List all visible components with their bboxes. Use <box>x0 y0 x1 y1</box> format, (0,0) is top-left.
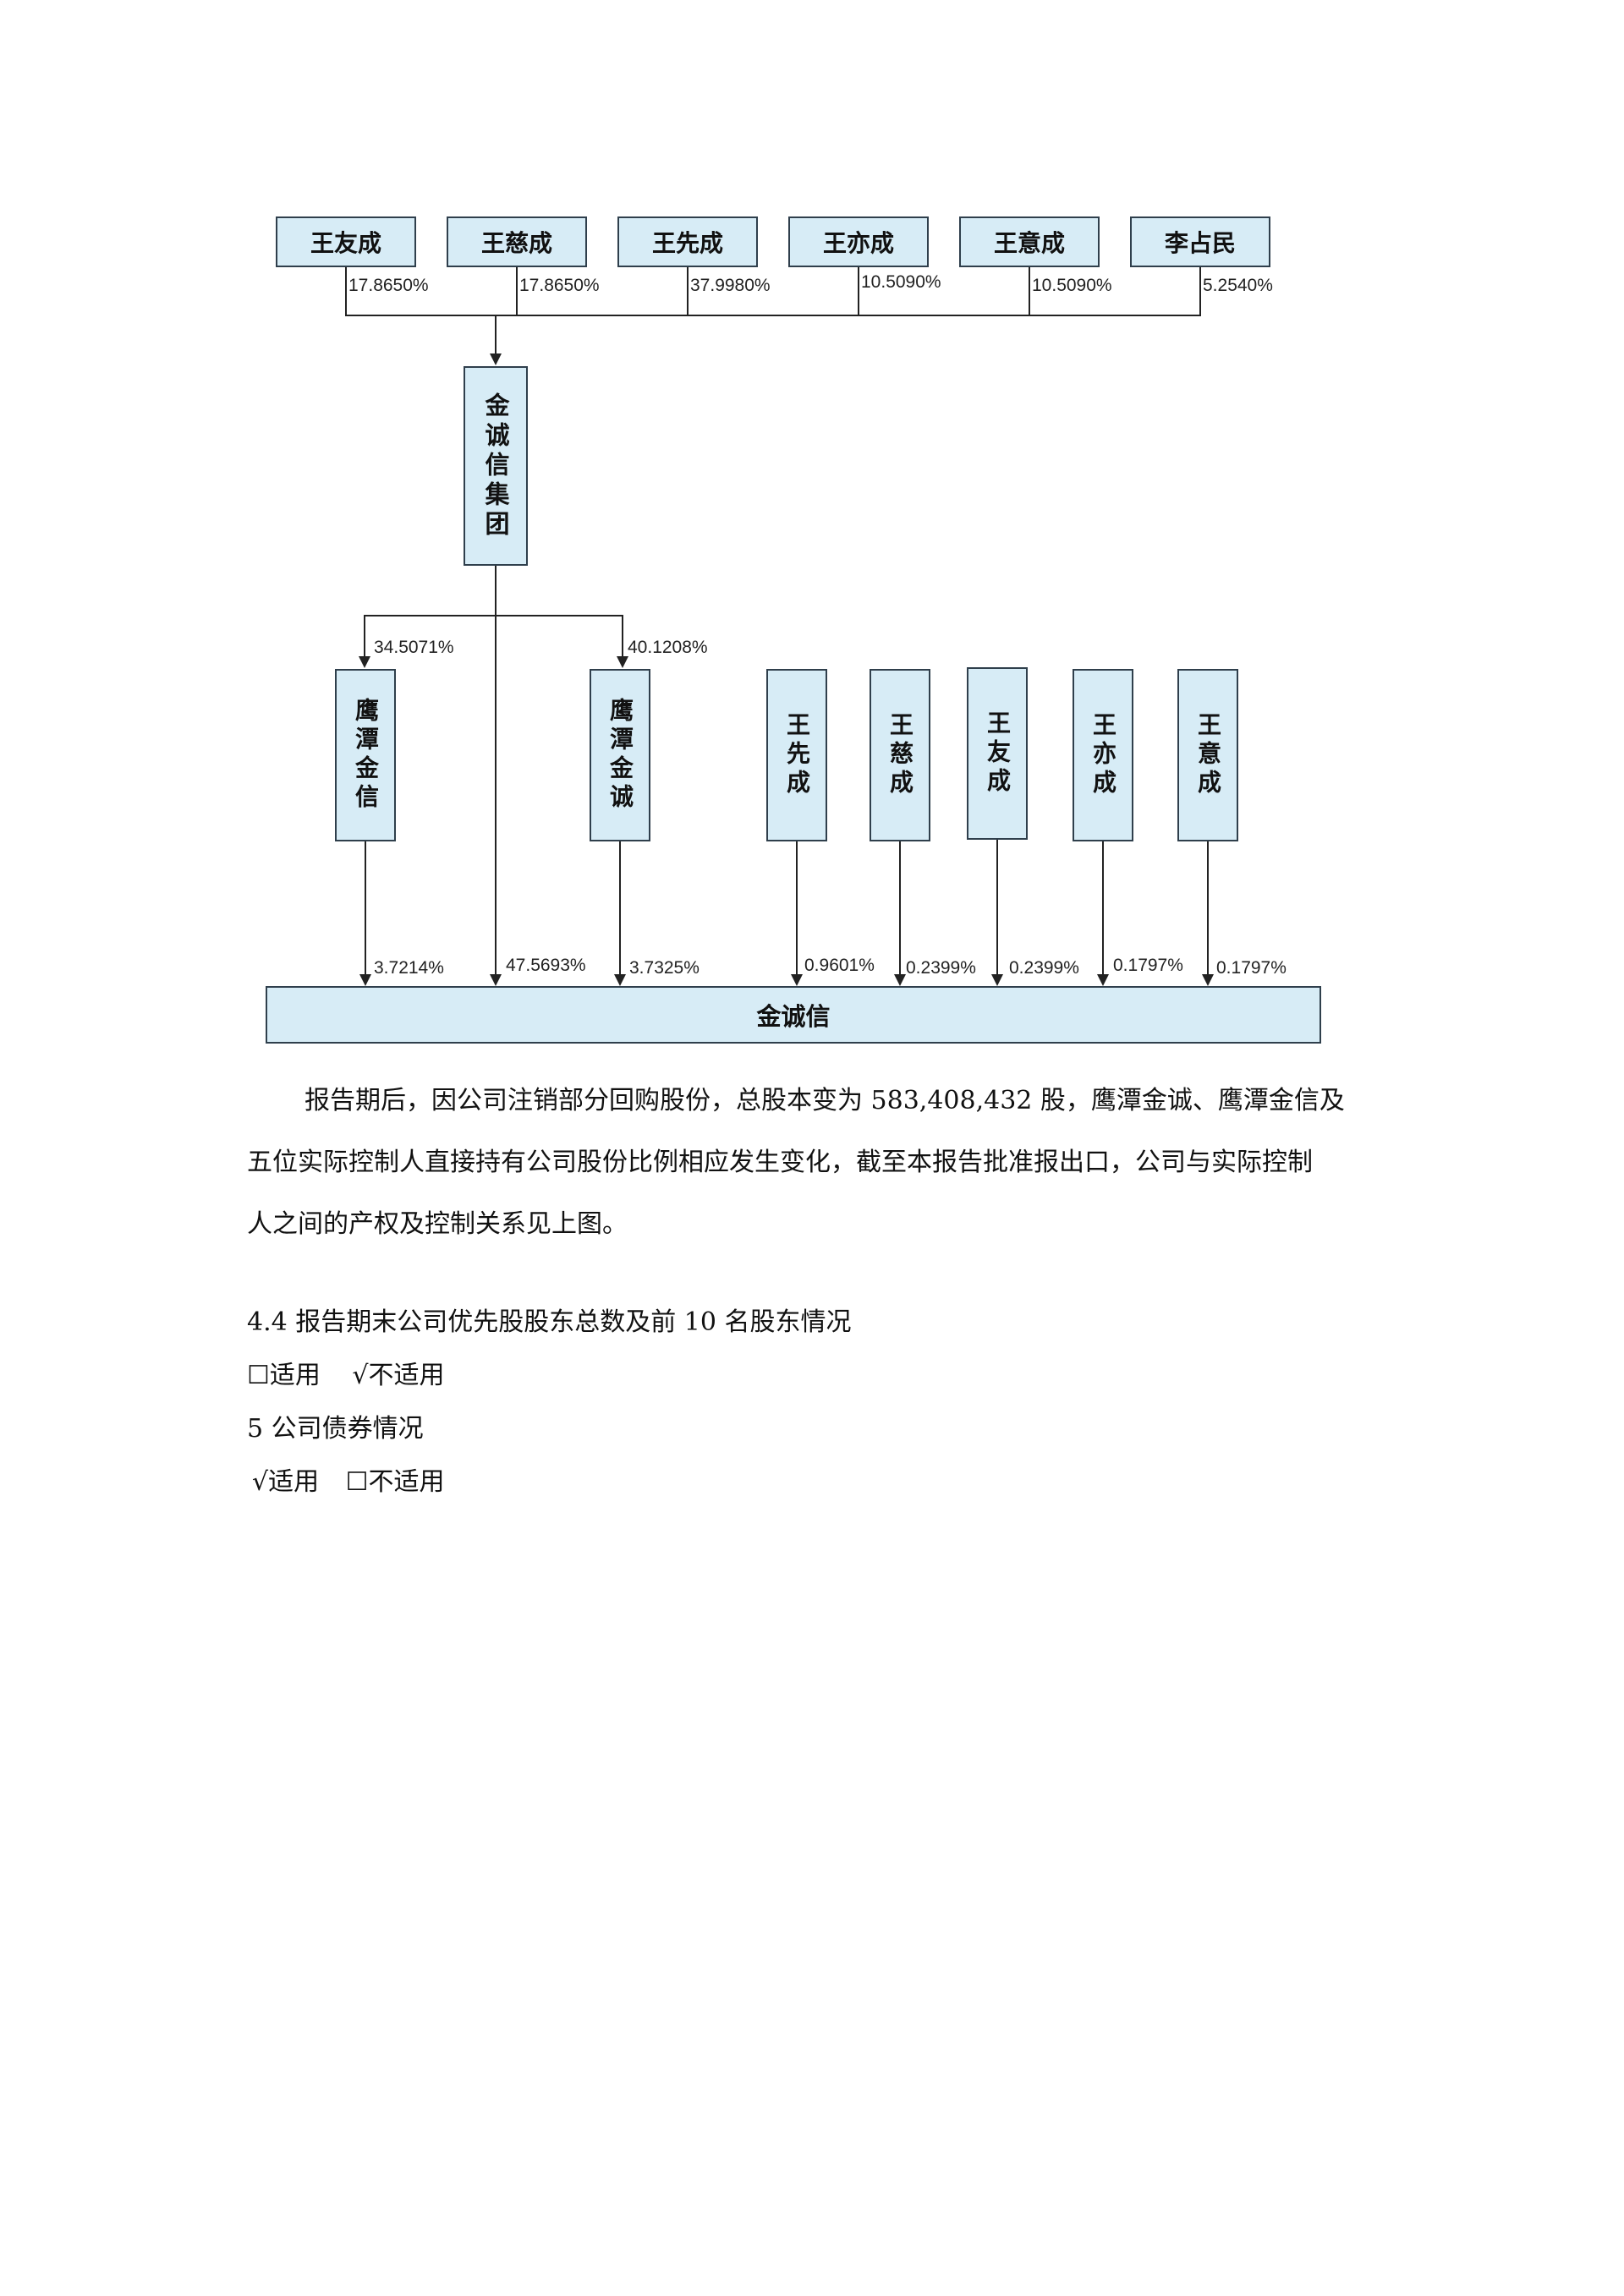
connector-line <box>687 267 689 315</box>
connector-line <box>858 267 859 315</box>
group-direct-pct: 47.5693% <box>506 956 586 975</box>
arrow-head <box>490 353 502 365</box>
subsidiary-name: 鹰潭金诚 <box>606 698 634 813</box>
connector-line <box>899 841 901 978</box>
connector-line <box>619 841 621 978</box>
connector-line <box>345 267 347 315</box>
individual-name: 王先成 <box>783 712 811 798</box>
connector-line <box>345 315 1201 316</box>
connector-line <box>495 315 497 354</box>
subsidiary-pct-from-group-2: 40.1208% <box>628 638 708 657</box>
individual-pct-5: 0.1797% <box>1216 958 1287 978</box>
arrow-head <box>359 656 370 668</box>
group-box: 金诚信集团 <box>464 366 528 566</box>
holder-box-4: 王亦成 <box>788 216 929 267</box>
connector-line <box>1199 267 1201 315</box>
arrow-head <box>490 974 502 986</box>
individual-box-1: 王先成 <box>766 669 827 841</box>
individual-box-4: 王亦成 <box>1073 669 1133 841</box>
subsidiary-pct-to-company-2: 3.7325% <box>629 958 700 978</box>
connector-line <box>622 615 623 664</box>
holder-name: 王先成 <box>651 229 723 257</box>
connector-line <box>1029 267 1030 315</box>
paragraph-line: 人之间的产权及控制关系见上图。 <box>247 1209 628 1239</box>
company-box: 金诚信 <box>266 986 1321 1044</box>
individual-box-2: 王慈成 <box>870 669 930 841</box>
connector-line <box>1207 841 1209 978</box>
individual-pct-4: 0.1797% <box>1113 956 1183 975</box>
arrow-head <box>1097 974 1109 986</box>
holder-pct-3: 37.9980% <box>690 276 771 295</box>
holder-name: 王亦成 <box>822 229 894 257</box>
arrow-head <box>614 974 626 986</box>
individual-box-3: 王友成 <box>967 667 1028 840</box>
holder-box-2: 王慈成 <box>447 216 587 267</box>
holder-box-5: 王意成 <box>959 216 1100 267</box>
arrow-head <box>791 974 803 986</box>
subsidiary-name: 鹰潭金信 <box>352 698 380 813</box>
holder-box-6: 李占民 <box>1130 216 1270 267</box>
section-4-4-options: ☐适用 √不适用 <box>247 1361 445 1390</box>
connector-line <box>516 267 518 315</box>
holder-name: 王慈成 <box>480 229 552 257</box>
holder-name: 王友成 <box>310 229 381 257</box>
arrow-head <box>1202 974 1214 986</box>
paragraph-line: 报告期后，因公司注销部分回购股份，总股本变为 583,408,432 股，鹰潭金… <box>304 1086 1345 1115</box>
section-4-4-title: 4.4 报告期末公司优先股股东总数及前 10 名股东情况 <box>247 1307 852 1337</box>
arrow-head <box>991 974 1003 986</box>
individual-name: 王友成 <box>984 710 1012 797</box>
holder-name: 李占民 <box>1164 229 1236 257</box>
holder-pct-5: 10.5090% <box>1032 276 1112 295</box>
arrow-head <box>894 974 906 986</box>
subsidiary-box-2: 鹰潭金诚 <box>590 669 650 841</box>
subsidiary-pct-to-company-1: 3.7214% <box>374 958 444 978</box>
arrow-head <box>359 974 371 986</box>
connector-line <box>364 615 623 616</box>
individual-pct-3: 0.2399% <box>1009 958 1079 978</box>
subsidiary-box-1: 鹰潭金信 <box>335 669 396 841</box>
holder-pct-4: 10.5090% <box>861 272 941 292</box>
company-name: 金诚信 <box>756 1002 831 1031</box>
connector-line <box>364 615 365 664</box>
paragraph-line: 五位实际控制人直接持有公司股份比例相应发生变化，截至本报告批准报出口，公司与实际… <box>247 1148 1313 1177</box>
connector-line <box>796 841 798 978</box>
holder-box-1: 王友成 <box>276 216 416 267</box>
holder-pct-2: 17.8650% <box>519 276 600 295</box>
section-5-options: √适用 ☐不适用 <box>252 1467 445 1497</box>
group-name: 金诚信集团 <box>481 392 510 540</box>
arrow-head <box>617 656 628 668</box>
section-5-title: 5 公司债券情况 <box>247 1414 424 1444</box>
individual-name: 王亦成 <box>1089 712 1117 798</box>
holder-name: 王意成 <box>993 229 1065 257</box>
subsidiary-pct-from-group-1: 34.5071% <box>374 638 454 657</box>
holder-box-3: 王先成 <box>617 216 758 267</box>
individual-box-5: 王意成 <box>1177 669 1238 841</box>
holder-pct-6: 5.2540% <box>1203 276 1273 295</box>
connector-line <box>495 615 497 978</box>
connector-line <box>1102 841 1104 978</box>
holder-pct-1: 17.8650% <box>348 276 429 295</box>
individual-name: 王意成 <box>1194 712 1222 798</box>
individual-pct-2: 0.2399% <box>906 958 976 978</box>
individual-pct-1: 0.9601% <box>804 956 875 975</box>
connector-line <box>996 840 998 978</box>
connector-line <box>365 841 366 978</box>
individual-name: 王慈成 <box>886 712 914 798</box>
connector-line <box>495 566 497 615</box>
